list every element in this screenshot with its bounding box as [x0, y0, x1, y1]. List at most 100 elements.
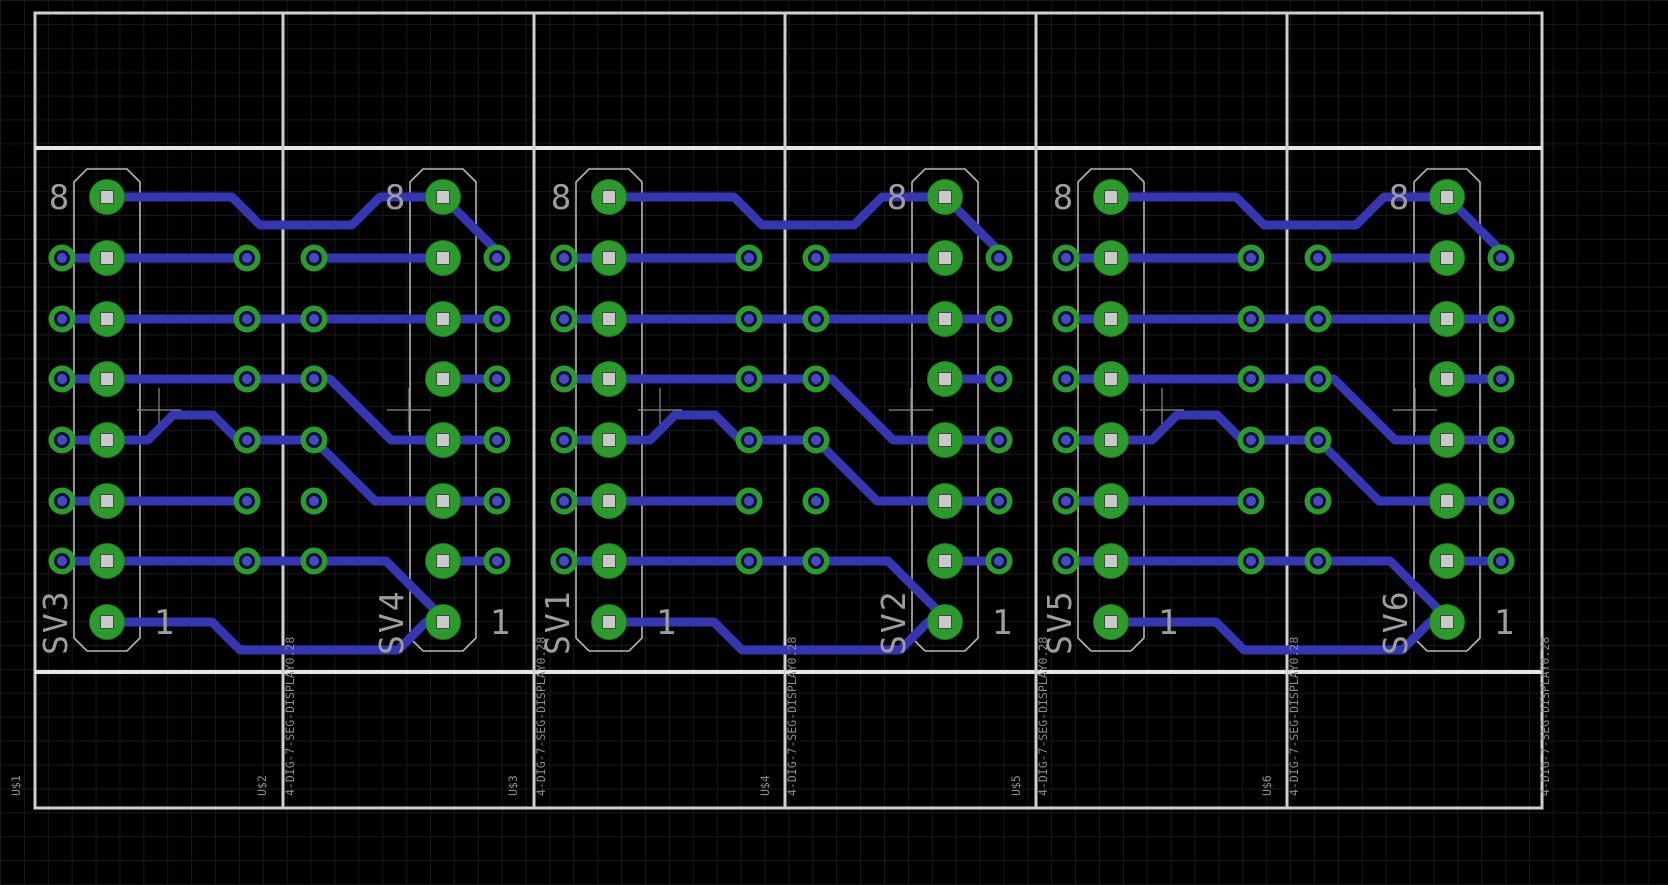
pad-drill-center [57, 314, 67, 324]
pad-drill-center [559, 496, 569, 506]
pad-hole [602, 433, 616, 447]
pad-drill-center [492, 556, 502, 566]
header-outline[interactable] [911, 168, 979, 652]
component-name-label[interactable]: U$2 [255, 775, 269, 796]
pad-drill-center [744, 496, 754, 506]
pad-drill-center [242, 253, 252, 263]
pad-drill-center [994, 496, 1004, 506]
pad-hole [602, 190, 616, 204]
pad-hole [938, 554, 952, 568]
component-value-label[interactable]: 4-DIG-7-SEG-DISPLAY0.28 [1538, 637, 1552, 796]
pin1-label[interactable]: 1 [154, 603, 174, 643]
component-name-label[interactable]: U$1 [9, 775, 23, 796]
copper-trace[interactable] [604, 192, 950, 230]
pad-hole [100, 251, 114, 265]
component-value-label[interactable]: 4-DIG-7-SEG-DISPLAY0.28 [1036, 637, 1050, 796]
pin8-label[interactable]: 8 [1053, 178, 1073, 218]
header-name-label[interactable]: SV5 [1040, 589, 1079, 655]
pin1-label[interactable]: 1 [490, 603, 510, 643]
copper-trace[interactable] [1106, 192, 1452, 230]
pin8-label[interactable]: 8 [551, 178, 571, 218]
header-outline[interactable] [575, 168, 643, 652]
pad-hole [938, 615, 952, 629]
pad-drill-center [1061, 314, 1071, 324]
pin8-label[interactable]: 8 [49, 178, 69, 218]
pad-drill-center [309, 314, 319, 324]
header-outline[interactable] [73, 168, 141, 652]
pad-drill-center [57, 253, 67, 263]
board-outline[interactable] [33, 11, 1544, 810]
pad-hole [1440, 433, 1454, 447]
pad-hole [100, 312, 114, 326]
pad-drill-center [1061, 253, 1071, 263]
pad-drill-center [1313, 374, 1323, 384]
pad-drill-center [1313, 556, 1323, 566]
pad-drill-center [811, 435, 821, 445]
pad-drill-center [559, 556, 569, 566]
pad-drill-center [559, 435, 569, 445]
component-name-label[interactable]: U$5 [1009, 775, 1023, 796]
pad-hole [1104, 433, 1118, 447]
pad-drill-center [1313, 314, 1323, 324]
pad-drill-center [57, 496, 67, 506]
component-value-label[interactable]: 4-DIG-7-SEG-DISPLAY0.28 [1287, 637, 1301, 796]
pad-drill-center [994, 435, 1004, 445]
pin8-label[interactable]: 8 [887, 178, 907, 218]
header-outline[interactable] [1077, 168, 1145, 652]
pad-drill-center [242, 496, 252, 506]
component-value-label[interactable]: 4-DIG-7-SEG-DISPLAY0.28 [785, 637, 799, 796]
pad-drill-center [242, 556, 252, 566]
pad-drill-center [811, 496, 821, 506]
pad-drill-center [492, 496, 502, 506]
component-name-label[interactable]: U$4 [758, 775, 772, 796]
pad-hole [1440, 554, 1454, 568]
pad-drill-center [559, 314, 569, 324]
pad-hole [436, 433, 450, 447]
pin1-label[interactable]: 1 [1158, 603, 1178, 643]
pin8-label[interactable]: 8 [385, 178, 405, 218]
component-value-label[interactable]: 4-DIG-7-SEG-DISPLAY0.28 [283, 637, 297, 796]
pad-hole [602, 494, 616, 508]
pad-hole [100, 372, 114, 386]
header-outline[interactable] [1413, 168, 1481, 652]
copper-trace[interactable] [102, 192, 448, 230]
component-name-label[interactable]: U$3 [506, 775, 520, 796]
header-name-label[interactable]: SV6 [1376, 589, 1415, 655]
component-name-label[interactable]: U$6 [1260, 775, 1274, 796]
pad-drill-center [1496, 435, 1506, 445]
pad-hole [1440, 372, 1454, 386]
pin1-label[interactable]: 1 [1494, 603, 1514, 643]
header-name-label[interactable]: SV1 [538, 589, 577, 655]
pad-hole [100, 494, 114, 508]
pad-drill-center [1496, 556, 1506, 566]
pad-hole [938, 312, 952, 326]
pad-hole [602, 251, 616, 265]
pad-drill-center [57, 374, 67, 384]
pad-drill-center [811, 314, 821, 324]
pad-drill-center [744, 253, 754, 263]
pad-drill-center [309, 435, 319, 445]
pad-hole [436, 190, 450, 204]
pad-hole [938, 494, 952, 508]
component-value-label[interactable]: 4-DIG-7-SEG-DISPLAY0.28 [534, 637, 548, 796]
pin1-label[interactable]: 1 [656, 603, 676, 643]
pad-drill-center [492, 435, 502, 445]
pad-drill-center [1061, 374, 1071, 384]
header-name-label[interactable]: SV4 [372, 589, 411, 655]
header-name-label[interactable]: SV2 [874, 589, 913, 655]
pad-hole [100, 554, 114, 568]
pad-hole [1104, 494, 1118, 508]
pad-drill-center [1496, 374, 1506, 384]
pad-drill-center [309, 374, 319, 384]
pad-hole [938, 251, 952, 265]
pin8-label[interactable]: 8 [1389, 178, 1409, 218]
pad-drill-center [1246, 374, 1256, 384]
pin1-label[interactable]: 1 [992, 603, 1012, 643]
pad-hole [436, 494, 450, 508]
pad-hole [100, 433, 114, 447]
header-outline[interactable] [409, 168, 477, 652]
pad-drill-center [559, 253, 569, 263]
pad-hole [436, 615, 450, 629]
header-name-label[interactable]: SV3 [36, 589, 75, 655]
